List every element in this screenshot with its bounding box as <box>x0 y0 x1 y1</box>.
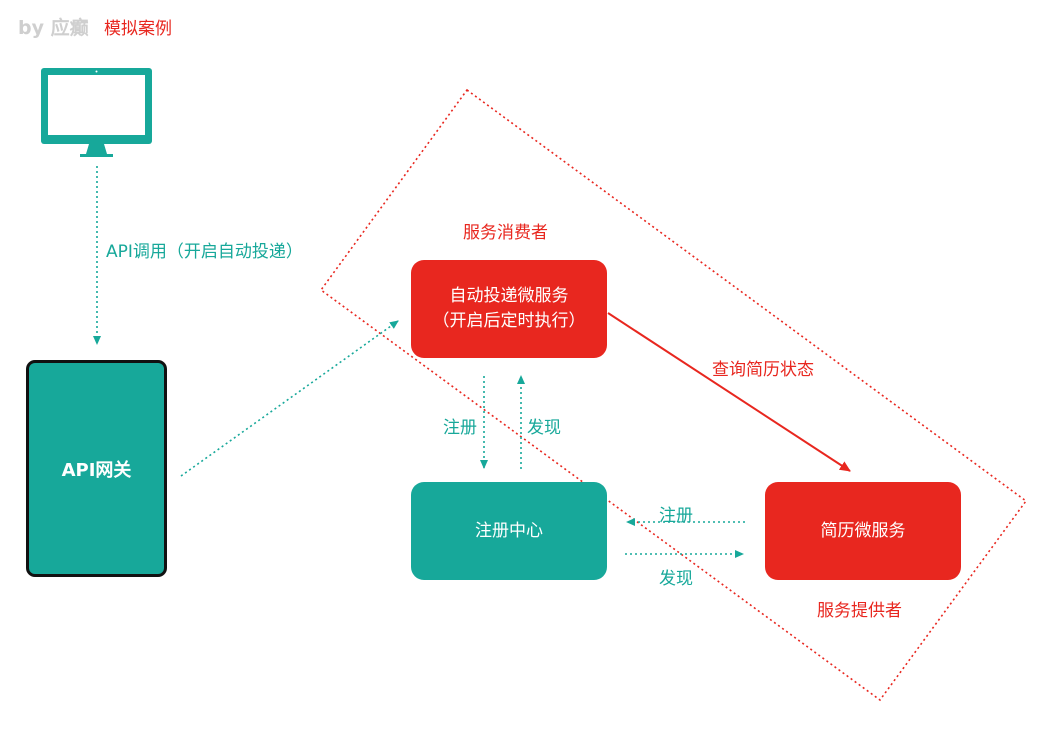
resume-service-node[interactable]: 简历微服务 <box>765 482 961 580</box>
case-label: 模拟案例 <box>104 19 172 39</box>
registry-center-label: 注册中心 <box>475 520 543 541</box>
api-gateway-label: API网关 <box>61 459 132 481</box>
query-resume-label: 查询简历状态 <box>712 360 814 380</box>
provider-group-label: 服务提供者 <box>817 601 902 621</box>
auto-delivery-service-node[interactable]: 自动投递微服务 （开启后定时执行） <box>411 260 607 358</box>
gateway-to-consumer-edge <box>180 320 399 477</box>
provider-discover-label: 发现 <box>659 569 693 589</box>
resume-service-name: 简历微服务 <box>820 520 906 541</box>
consumer-register-label: 注册 <box>443 418 477 438</box>
registry-center-node[interactable]: 注册中心 <box>411 482 607 580</box>
author-label: by 应癫 <box>18 17 89 39</box>
consumer-discover-label: 发现 <box>527 418 561 438</box>
monitor-icon <box>41 68 152 157</box>
query-resume-edge <box>607 312 851 472</box>
auto-delivery-service-name: 自动投递微服务 <box>449 286 569 306</box>
api-call-label: API调用（开启自动投递） <box>106 242 303 262</box>
consumer-group-label: 服务消费者 <box>463 223 548 243</box>
auto-delivery-service-note: （开启后定时执行） <box>432 311 586 331</box>
api-gateway-node[interactable]: API网关 <box>26 360 167 577</box>
provider-register-label: 注册 <box>659 506 693 526</box>
service-boundary <box>319 88 1028 702</box>
